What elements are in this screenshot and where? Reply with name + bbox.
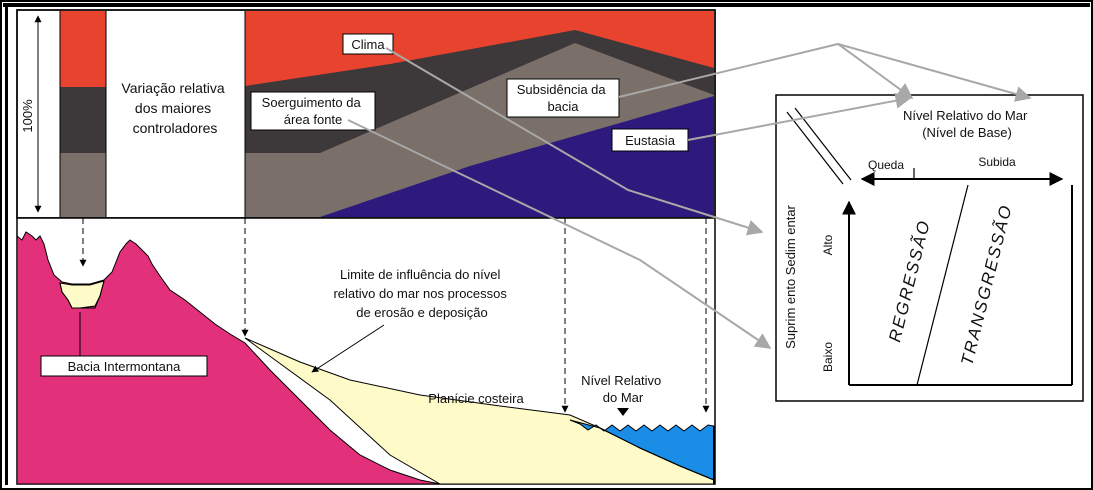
bacia-label: Bacia Intermontana <box>68 359 182 374</box>
profile-section: Bacia Intermontana Limite de influência … <box>16 217 716 485</box>
subsidencia-label-box <box>506 78 620 118</box>
baixo-label: Baixo <box>821 342 835 372</box>
subida-label: Subida <box>978 155 1016 169</box>
band-subsidencia-left <box>60 153 106 217</box>
land-profile <box>16 231 441 485</box>
bacia-label-box <box>40 355 208 377</box>
queda-label: Queda <box>868 158 904 172</box>
connector-arrows <box>347 42 1032 349</box>
variacao-label: Variação relativa dos maiores controlado… <box>121 80 228 136</box>
nivel-mar-label: Nível Relativo do Mar <box>581 373 665 405</box>
suprimento-label: Suprim ento Sedim entar <box>783 204 798 348</box>
band-clima-left <box>60 11 106 87</box>
left-border <box>5 3 8 485</box>
alto-label: Alto <box>821 234 835 255</box>
band-soerguimento-left <box>60 87 106 153</box>
band-eustasia <box>320 96 714 217</box>
clima-label-box <box>342 33 394 55</box>
sea-level-marker <box>617 408 629 416</box>
eustasia-label: Eustasia <box>625 133 676 148</box>
top-border <box>3 3 1090 7</box>
side-title: Nível Relativo do Mar (Nível de Base) <box>903 108 1031 140</box>
soerguimento-label: Soerguimento da área fonte <box>262 95 365 127</box>
sea-level-diagram: Nível Relativo do Mar (Nível de Base) Qu… <box>775 94 1084 402</box>
subsidencia-label: Subsidência da bacia <box>517 82 610 114</box>
planicie-label: Planície costeira <box>428 391 524 406</box>
controllers-chart: 100% Variação relativa dos maiores contr… <box>16 9 716 219</box>
soerguimento-label-box <box>250 91 376 131</box>
axis-label-100: 100% <box>20 99 35 133</box>
clima-label: Clima <box>351 37 385 52</box>
limite-label: Limite de influência do nível relativo d… <box>333 267 510 320</box>
